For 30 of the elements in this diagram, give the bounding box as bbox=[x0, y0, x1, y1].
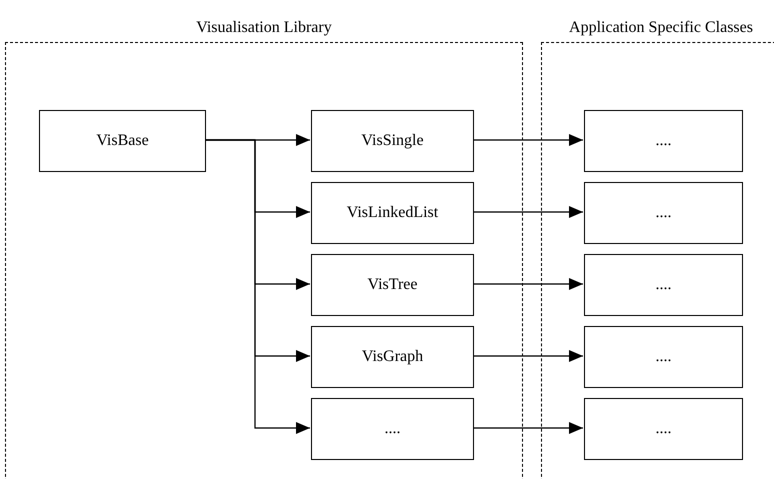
arrow bbox=[205, 139, 310, 434]
arrow bbox=[473, 350, 583, 362]
class-box bbox=[311, 254, 474, 316]
arrow bbox=[473, 422, 583, 434]
class-box bbox=[584, 254, 743, 316]
class-name: VisSingle bbox=[361, 132, 424, 150]
class-name: .... bbox=[384, 420, 400, 438]
class-box bbox=[584, 110, 743, 172]
arrow bbox=[473, 278, 583, 290]
class-name: VisTree bbox=[367, 276, 418, 294]
class-name: VisLinkedList bbox=[346, 204, 438, 222]
class-name: .... bbox=[656, 132, 672, 150]
class-name: VisGraph bbox=[362, 348, 424, 366]
group-heading: Visualisation Library bbox=[195, 18, 333, 37]
class-name: .... bbox=[656, 204, 672, 222]
arrow bbox=[473, 206, 583, 218]
class-box bbox=[584, 182, 743, 244]
class-name: .... bbox=[656, 420, 672, 438]
class-name: .... bbox=[656, 276, 672, 294]
class-box bbox=[311, 326, 474, 388]
class-name: VisBase bbox=[96, 132, 149, 150]
arrow bbox=[473, 134, 583, 146]
class-box bbox=[311, 182, 474, 244]
class-box bbox=[39, 110, 206, 172]
class-name: .... bbox=[656, 348, 672, 366]
group-heading: Application Specific Classes bbox=[568, 18, 754, 37]
class-box bbox=[584, 326, 743, 388]
class-box bbox=[311, 398, 474, 460]
class-box bbox=[584, 398, 743, 460]
class-box bbox=[311, 110, 474, 172]
